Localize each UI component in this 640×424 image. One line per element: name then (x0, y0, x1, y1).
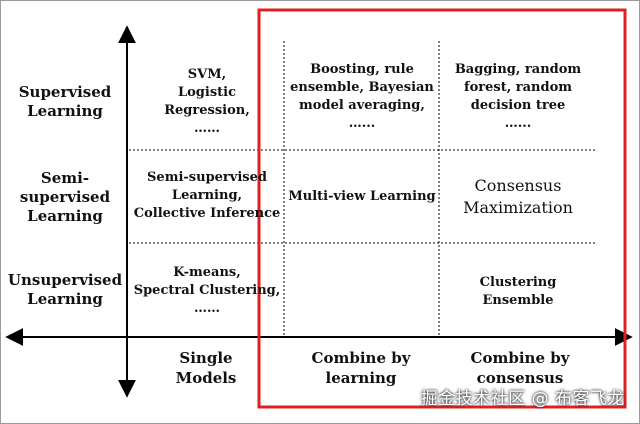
row-label-unsupervised: Unsupervised Learning (7, 271, 123, 308)
cell-unsupervised-combine-consensus: Clustering Ensemble (479, 275, 557, 308)
cell-supervised-combine-consensus: Bagging, random forest, random decision … (454, 62, 582, 131)
row-label-semi-supervised: Semi- supervised Learning (19, 168, 111, 225)
column-label-combine-by-learning: Combine by learning (311, 349, 411, 387)
cell-supervised-single: SVM, Logistic Regression, …… (164, 67, 250, 136)
cell-semi-supervised-combine-learning: Multi-view Learning (288, 189, 436, 204)
cell-supervised-combine-learning: Boosting, rule ensemble, Bayesian model … (290, 62, 434, 131)
watermark: 掘金技术社区 @ 布客飞龙 (420, 389, 625, 409)
cell-unsupervised-single: K-means, Spectral Clustering, …… (133, 265, 281, 316)
cell-semi-supervised-single: Semi-supervised Learning, Collective Inf… (133, 170, 281, 221)
row-label-supervised: Supervised Learning (18, 83, 112, 120)
column-label-combine-by-consensus: Combine by consensus (470, 349, 570, 387)
highlight-box (257, 8, 627, 409)
cell-semi-supervised-combine-consensus: Consensus Maximization (463, 176, 573, 217)
column-label-single-models: Single Models (175, 349, 237, 387)
